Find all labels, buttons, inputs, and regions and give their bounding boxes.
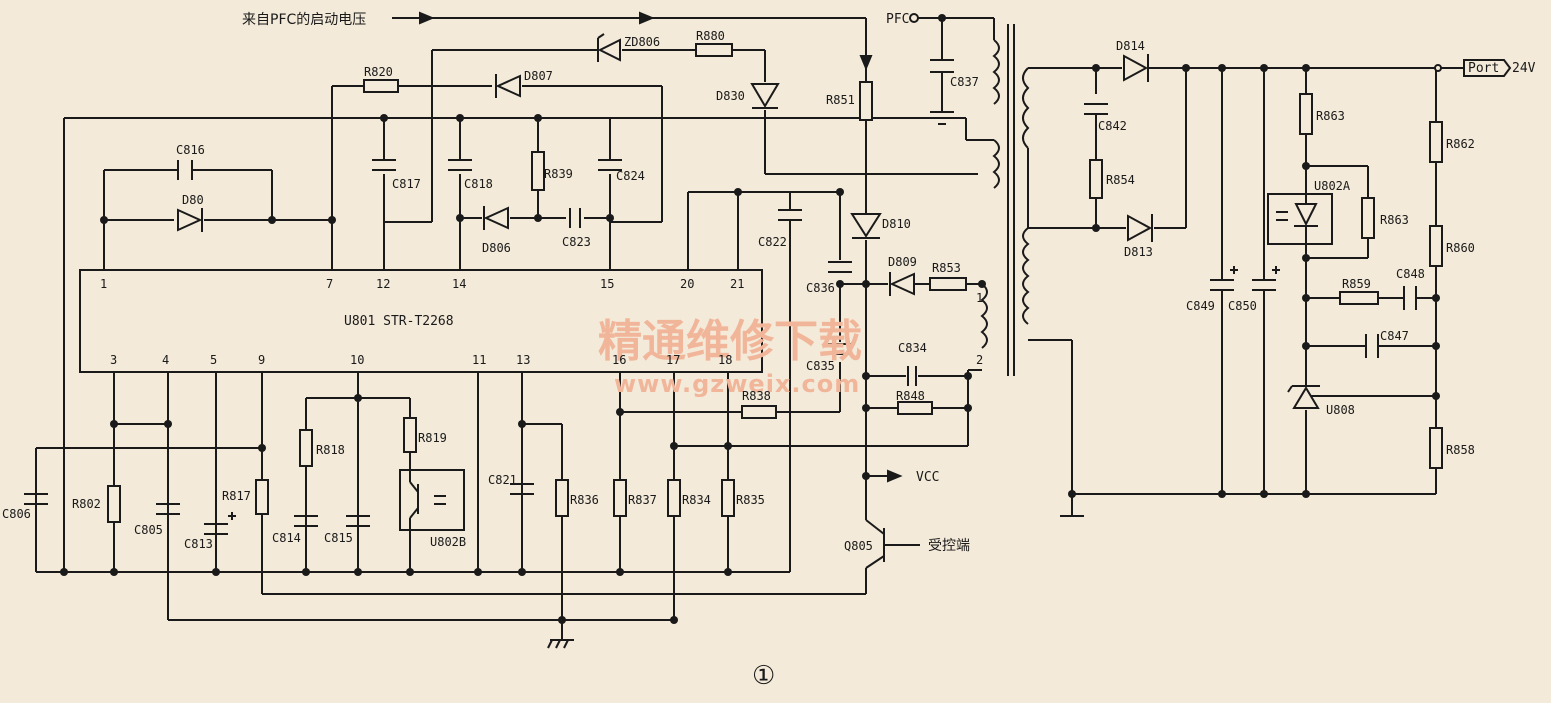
pins-bottom-label-5: 11 [472, 353, 486, 367]
component-label-r836: R836 [570, 493, 599, 507]
pins-bottom-label-2: 5 [210, 353, 217, 367]
watermark-url: www.gzweix.com [614, 370, 860, 398]
component-label-c805: C805 [134, 523, 163, 537]
port-label: Port [1468, 61, 1499, 76]
pins-bottom-label-1: 4 [162, 353, 169, 367]
component-label-c816: C816 [176, 143, 205, 157]
pins-top-label-4: 15 [600, 277, 614, 291]
optocouplers [399, 192, 1333, 531]
component-label-c823: C823 [562, 235, 591, 249]
component-label-c818: C818 [464, 177, 493, 191]
component-label-r819: R819 [418, 431, 447, 445]
ic-u801 [79, 269, 763, 373]
component-label-c849: C849 [1186, 299, 1215, 313]
component-label-r834: R834 [682, 493, 711, 507]
component-label-c847: C847 [1380, 329, 1409, 343]
component-label-c822: C822 [758, 235, 787, 249]
pfc-label: PFC [886, 12, 909, 27]
pins-bottom-label-8: 17 [666, 353, 680, 367]
component-label-r818: R818 [316, 443, 345, 457]
pins-bottom-label-0: 3 [110, 353, 117, 367]
component-label-r858: R858 [1446, 443, 1475, 457]
component-label-c824: C824 [616, 169, 645, 183]
component-label-r862: R862 [1446, 137, 1475, 151]
component-label-r838: R838 [742, 389, 771, 403]
ic-name: U801 STR-T2268 [344, 314, 454, 329]
component-label-r820: R820 [364, 65, 393, 79]
component-label-c817: C817 [392, 177, 421, 191]
component-label-c835: C835 [806, 359, 835, 373]
component-label-d80: D80 [182, 193, 204, 207]
component-label-r848: R848 [896, 389, 925, 403]
component-label-d813: D813 [1124, 245, 1153, 259]
component-label-c834: C834 [898, 341, 927, 355]
component-label-c842: C842 [1098, 119, 1127, 133]
component-label-r880: R880 [696, 29, 725, 43]
component-label-r854: R854 [1106, 173, 1135, 187]
pins-top-label-0: 1 [100, 277, 107, 291]
u802a-label: U802A [1314, 179, 1351, 193]
pins-bottom-label-7: 16 [612, 353, 626, 367]
component-label-r835: R835 [736, 493, 765, 507]
component-label-r860: R860 [1446, 241, 1475, 255]
component-label-c814: C814 [272, 531, 301, 545]
pins-bottom-label-3: 9 [258, 353, 265, 367]
component-label-r863b: R863 [1380, 213, 1409, 227]
component-label-d814: D814 [1116, 39, 1145, 53]
component-label-zd806: ZD806 [624, 35, 660, 49]
u808-label: U808 [1326, 403, 1355, 417]
q805-label: Q805 [844, 539, 873, 553]
pfc-terminal [909, 13, 919, 23]
ground-symbols [547, 111, 1084, 649]
watermark-title: 精通维修下载 [598, 316, 862, 367]
component-label-d830: D830 [716, 89, 745, 103]
component-label-d807: D807 [524, 69, 553, 83]
component-label-r817: R817 [222, 489, 251, 503]
transistor-q805 [865, 519, 920, 569]
u802b-label: U802B [430, 535, 466, 549]
port-24v [1434, 59, 1512, 77]
figure-number: ① [752, 661, 775, 691]
pins-top-label-6: 21 [730, 277, 744, 291]
component-label-c837: C837 [950, 75, 979, 89]
component-label-c821: C821 [488, 473, 517, 487]
component-label-d809: D809 [888, 255, 917, 269]
component-label-c850: C850 [1228, 299, 1257, 313]
pins-top-label-5: 20 [680, 277, 694, 291]
component-label-c848: C848 [1396, 267, 1425, 281]
pins-bottom-label-4: 10 [350, 353, 364, 367]
component-label-r837: R837 [628, 493, 657, 507]
component-label-r851: R851 [826, 93, 855, 107]
labels: 来自PFC的启动电压 PFC Port 24V VCC 受控端 ① U801 S… [2, 12, 1536, 691]
component-label-c806: C806 [2, 507, 31, 521]
xfmr-pins-label-1: 2 [976, 353, 983, 367]
transformer [980, 24, 1030, 376]
component-label-r859: R859 [1342, 277, 1371, 291]
signal-arrows [419, 11, 903, 483]
resistors [107, 43, 1443, 523]
v24-label: 24V [1512, 61, 1536, 76]
junction-dots [60, 14, 1440, 624]
pins-bottom-label-6: 13 [516, 353, 530, 367]
pins-top-label-2: 12 [376, 277, 390, 291]
diodes [177, 33, 1320, 409]
pins-top-label-1: 7 [326, 277, 333, 291]
component-label-r802: R802 [72, 497, 101, 511]
pfc-start-label: 来自PFC的启动电压 [242, 12, 366, 28]
component-label-r863a: R863 [1316, 109, 1345, 123]
controlled-label: 受控端 [928, 538, 970, 554]
component-label-c815: C815 [324, 531, 353, 545]
component-label-d810: D810 [882, 217, 911, 231]
component-label-d806: D806 [482, 241, 511, 255]
pins-top-label-3: 14 [452, 277, 466, 291]
pins-bottom-label-9: 18 [718, 353, 732, 367]
component-label-c836: C836 [806, 281, 835, 295]
component-label-c813: C813 [184, 537, 213, 551]
vcc-label: VCC [916, 470, 939, 485]
xfmr-pins-label-0: 1 [976, 291, 983, 305]
component-label-r839: R839 [544, 167, 573, 181]
capacitors [24, 59, 1417, 535]
component-label-r853: R853 [932, 261, 961, 275]
